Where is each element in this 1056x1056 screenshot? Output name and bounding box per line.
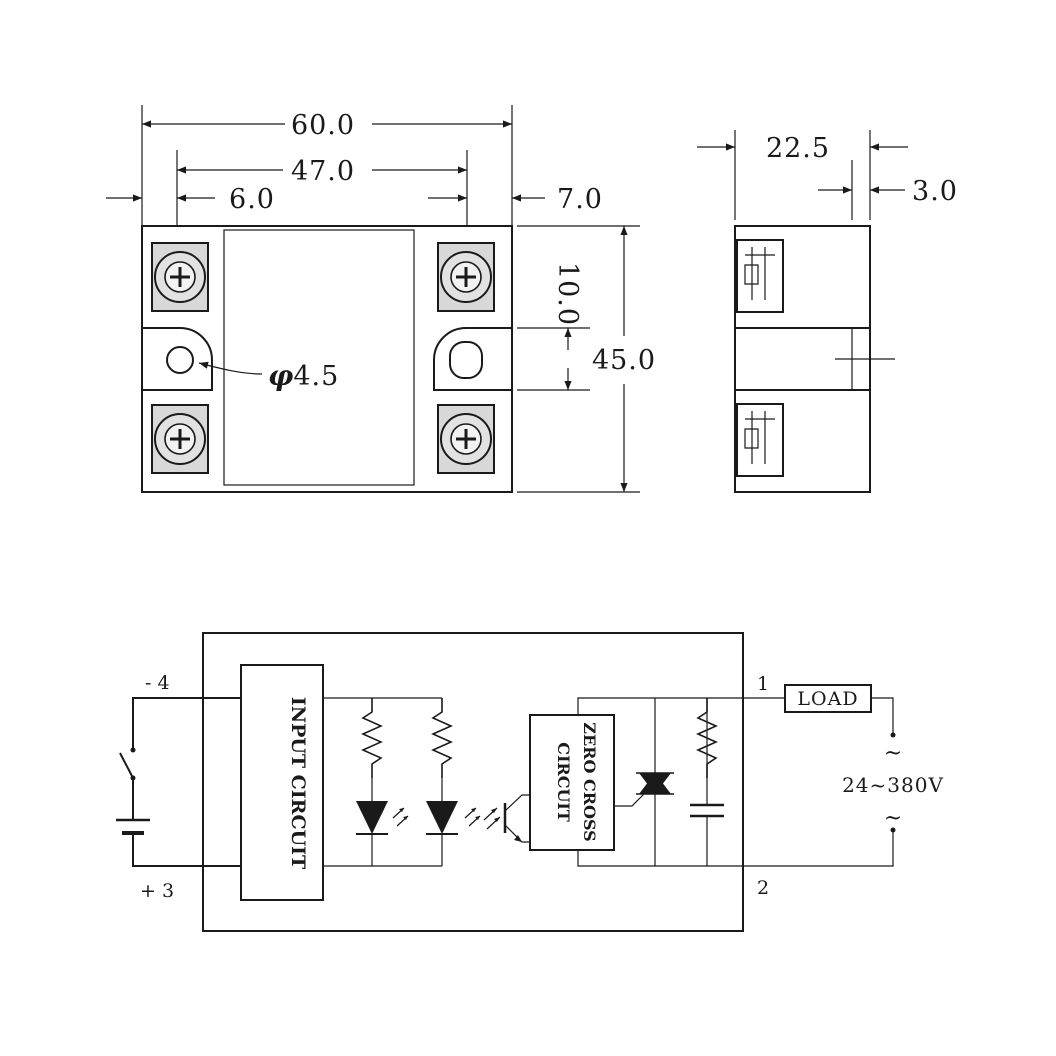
resistor-icon bbox=[697, 697, 717, 779]
side-terminal-top bbox=[736, 239, 784, 313]
hole-diameter-callout: φ4.5 bbox=[198, 359, 339, 392]
input-wire-top bbox=[132, 697, 241, 750]
dimension-hole-spacing: 47.0 bbox=[177, 156, 467, 187]
terminal-screw-icon bbox=[436, 241, 496, 313]
top-view: 60.0 47.0 6.0 7.0 bbox=[106, 105, 656, 493]
led-icon bbox=[356, 801, 409, 835]
switch-icon bbox=[119, 752, 134, 779]
terminal-screw-icon bbox=[150, 241, 210, 313]
dimension-side-flange: 3.0 bbox=[818, 176, 958, 207]
height-overall-label: 45.0 bbox=[592, 345, 656, 376]
zero-cross-block bbox=[529, 714, 615, 851]
load-label: LOAD bbox=[797, 688, 858, 710]
relay-enclosure bbox=[202, 632, 744, 932]
dimension-left-offset: 6.0 bbox=[106, 184, 275, 215]
output-wire-bottom bbox=[577, 830, 894, 867]
ac-symbol-bottom: ~ bbox=[884, 806, 902, 831]
schematic: - 4 + 3 INPUT CIRCUIT bbox=[116, 632, 944, 932]
width-overall-label: 60.0 bbox=[291, 110, 355, 141]
side-terminal-bottom bbox=[736, 403, 784, 477]
diameter-symbol: φ bbox=[268, 359, 294, 392]
side-flange-label: 3.0 bbox=[912, 176, 958, 207]
voltage-range-label: 24~380V bbox=[842, 773, 944, 797]
hole-spacing-label: 47.0 bbox=[291, 156, 355, 187]
phototransistor-icon bbox=[483, 794, 530, 843]
terminal-neg-label: - 4 bbox=[145, 672, 170, 694]
side-depth-label: 22.5 bbox=[766, 133, 830, 164]
dimension-width-overall: 60.0 bbox=[142, 110, 512, 141]
dimension-side-depth: 22.5 bbox=[697, 133, 908, 164]
relay-body-outline bbox=[141, 225, 513, 493]
hole-diameter-label: 4.5 bbox=[293, 361, 339, 392]
terminal-screw-icon bbox=[150, 403, 210, 475]
ac-symbol-top: ~ bbox=[884, 741, 902, 766]
slot-height-label: 10.0 bbox=[552, 262, 583, 326]
dimension-slot-height: 10.0 bbox=[517, 262, 590, 391]
input-wire-bottom bbox=[132, 833, 241, 867]
zero-cross-label-line1: ZERO CROSS bbox=[580, 722, 599, 841]
right-offset-label: 7.0 bbox=[557, 184, 603, 215]
capacitor-icon bbox=[688, 778, 726, 838]
terminal-screw-icon bbox=[436, 403, 496, 475]
triac-icon bbox=[614, 772, 674, 807]
svg-text:φ4.5: φ4.5 bbox=[268, 359, 339, 392]
side-view: 22.5 3.0 bbox=[697, 130, 958, 493]
terminal-1-label: 1 bbox=[757, 673, 769, 695]
load-wire bbox=[871, 697, 894, 735]
input-circuit-label: INPUT CIRCUIT bbox=[287, 697, 309, 869]
led-icon bbox=[426, 801, 481, 835]
left-offset-label: 6.0 bbox=[229, 184, 275, 215]
input-circuit-block bbox=[240, 664, 324, 901]
dimension-right-offset: 7.0 bbox=[428, 184, 603, 215]
terminal-pos-label: + 3 bbox=[140, 880, 174, 902]
dimension-height-overall: 45.0 bbox=[517, 225, 656, 493]
output-wire-top bbox=[577, 697, 785, 715]
mounting-slot-right bbox=[433, 327, 512, 391]
resistor-icon bbox=[432, 697, 452, 779]
zero-cross-label-line2: CIRCUIT bbox=[554, 742, 573, 822]
terminal-2-label: 2 bbox=[757, 877, 769, 899]
mounting-hole-left bbox=[142, 327, 213, 391]
resistor-icon bbox=[362, 697, 382, 779]
center-panel bbox=[223, 229, 415, 486]
